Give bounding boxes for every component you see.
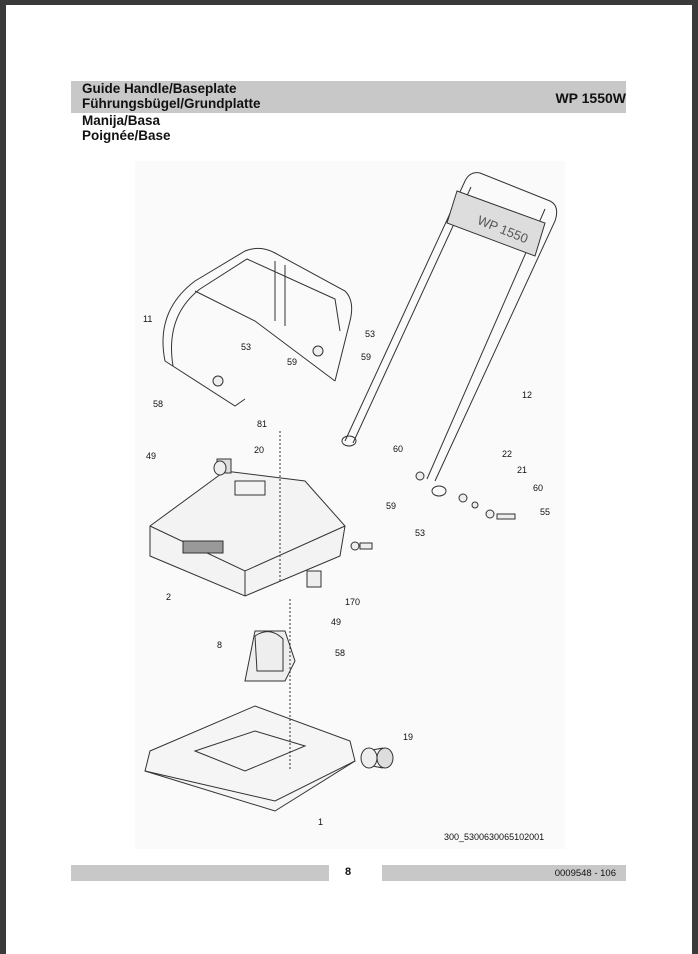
callout-58: 58 [153, 399, 164, 409]
footer-bar-right [382, 865, 626, 881]
callout-21: 21 [517, 465, 528, 475]
document-code: 0009548 - 106 [554, 868, 616, 879]
drawing-number: 300_5300630065102001 [444, 832, 545, 842]
callout-60: 60 [533, 483, 544, 493]
callout-53: 53 [415, 528, 426, 538]
callout-53: 53 [365, 329, 376, 339]
model-name: WP 1550W [555, 90, 626, 106]
callout-1: 1 [318, 817, 324, 827]
callout-59: 59 [386, 501, 397, 511]
callout-2: 2 [166, 592, 172, 602]
callout-55: 55 [540, 507, 551, 517]
title-en: Guide Handle/Baseplate [82, 81, 237, 96]
callout-58: 58 [335, 648, 346, 658]
callout-49: 49 [331, 617, 342, 627]
callout-81: 81 [257, 419, 268, 429]
callout-60: 60 [393, 444, 404, 454]
callout-22: 22 [502, 449, 513, 459]
callout-59: 59 [287, 357, 298, 367]
title-de: Führungsbügel/Grundplatte [82, 96, 261, 111]
header-bar [71, 81, 626, 113]
title-fr: Poignée/Base [82, 128, 171, 143]
baseplate-drawing [144, 705, 356, 812]
callout-59: 59 [361, 352, 372, 362]
fasteners-drawing [212, 345, 516, 771]
guide-handle-drawing: WP 1550 [341, 172, 558, 497]
page-number: 8 [345, 866, 352, 878]
handle-bracket-drawing [162, 247, 353, 407]
parts-diagram: WP 1550 [135, 161, 565, 849]
callout-12: 12 [522, 390, 533, 400]
footer-bar-left [71, 865, 329, 881]
callout-20: 20 [254, 445, 265, 455]
callout-49: 49 [146, 451, 157, 461]
title-es: Manija/Basa [82, 113, 161, 128]
callout-19: 19 [403, 732, 414, 742]
callout-53: 53 [241, 342, 252, 352]
callout-8: 8 [217, 640, 223, 650]
callout-170: 170 [345, 597, 361, 607]
callout-11: 11 [143, 314, 153, 324]
bracket-drawing [244, 630, 296, 682]
rubber-buffer-drawing [360, 747, 394, 769]
